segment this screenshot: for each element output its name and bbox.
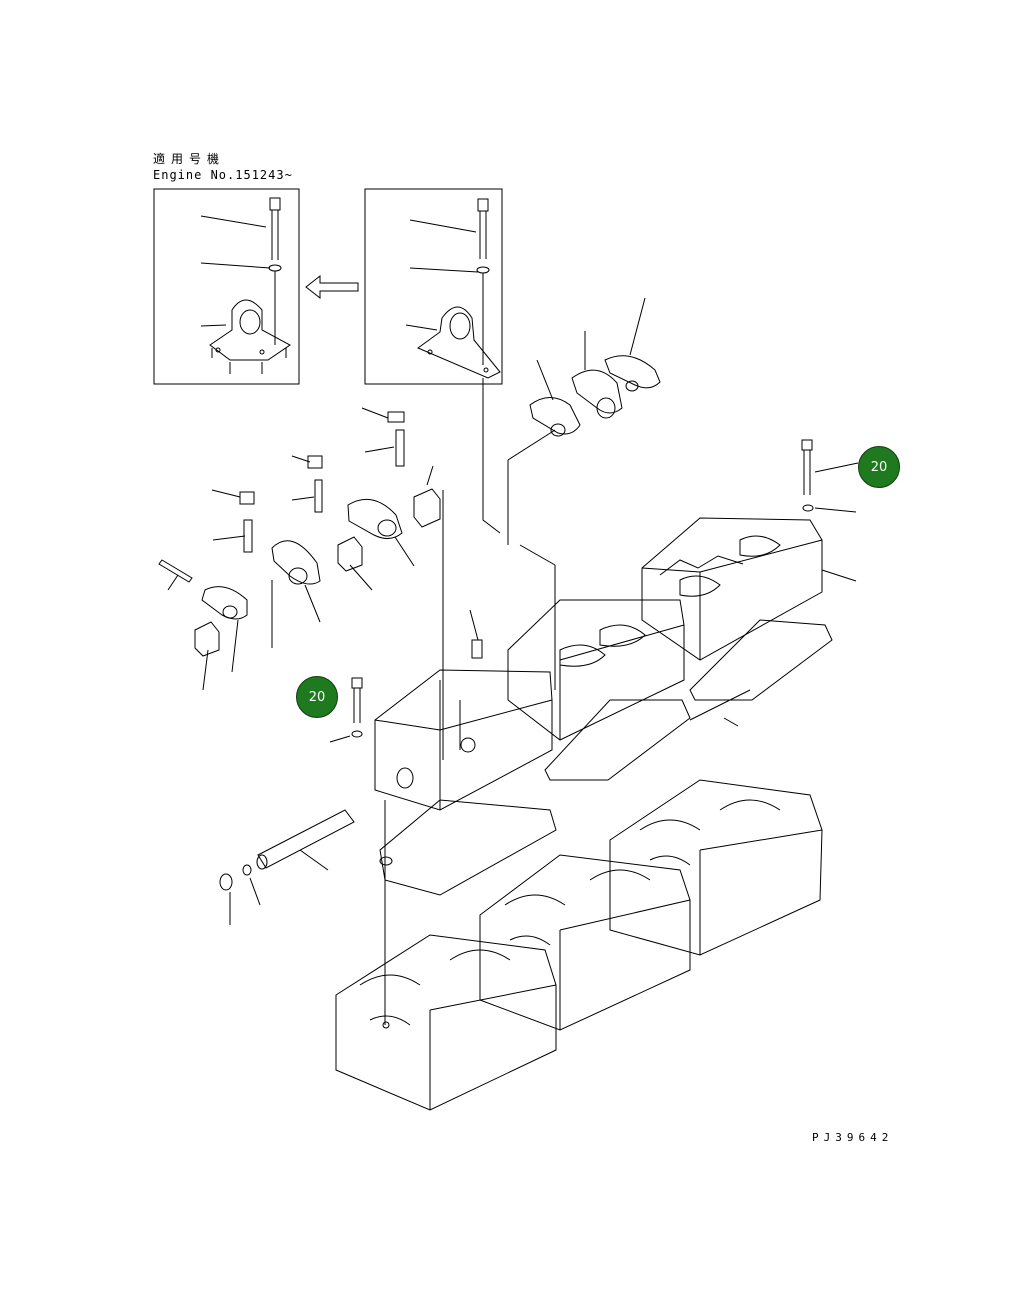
- rocker-housing-rear: [642, 518, 856, 660]
- applicable-serial-label: 適用号機: [153, 152, 226, 166]
- bushings: [195, 466, 440, 690]
- rocker-shaft: [220, 810, 354, 925]
- drawing-code: PJ39642: [812, 1131, 894, 1144]
- inset-old-bracket: [365, 189, 502, 384]
- cylinder-head-middle: [480, 855, 690, 1030]
- housing-bolts: [330, 440, 858, 742]
- inset-new-bracket: [154, 189, 299, 384]
- cylinder-head-front: [336, 935, 556, 1110]
- rocker-arms-left: [202, 499, 414, 672]
- rocker-housing-middle: [508, 600, 684, 740]
- adjusting-screws-and-nuts: [159, 408, 404, 590]
- rocker-arm-group-top: [508, 298, 660, 545]
- engine-number-label: Engine No.151243~: [153, 168, 293, 182]
- replacement-arrow: [306, 276, 358, 298]
- reference-callout-20-lower[interactable]: 20: [296, 676, 338, 718]
- gaskets: [380, 620, 832, 895]
- cylinder-head-rear: [610, 780, 822, 955]
- rocker-housing-front: [375, 670, 552, 810]
- reference-callout-20-upper[interactable]: 20: [858, 446, 900, 488]
